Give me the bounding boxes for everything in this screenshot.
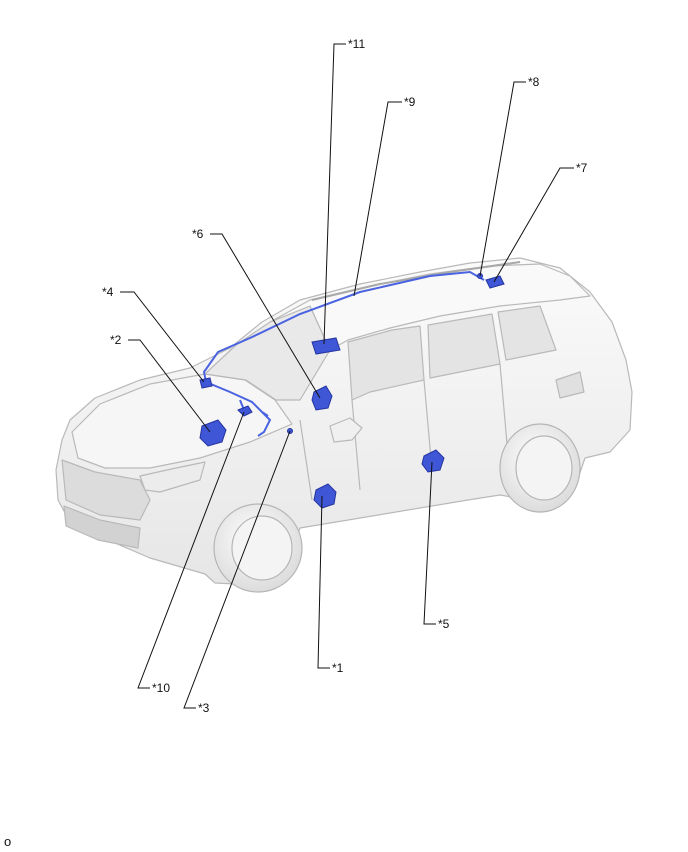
callout-label-2: *2 [110, 333, 122, 347]
leader-2 [128, 339, 211, 433]
lower-grille [63, 505, 141, 549]
leader-7 [493, 167, 574, 283]
callout-label-7: *7 [576, 161, 588, 175]
callout-label-8: *8 [528, 75, 540, 89]
callout-label-11: *11 [348, 37, 366, 51]
wheels [213, 423, 581, 593]
callout-label-3: *3 [198, 701, 210, 715]
callout-label-10: *10 [152, 681, 171, 695]
leader-lines [120, 43, 574, 709]
leader-10 [137, 411, 245, 689]
component-11 [311, 337, 341, 355]
side-mirror [329, 417, 363, 443]
callout-label-6: *6 [192, 227, 204, 241]
component-1 [313, 483, 337, 509]
grille [61, 459, 151, 521]
hood [71, 373, 293, 469]
door-lines [299, 363, 509, 501]
components [199, 273, 505, 509]
leader-11 [323, 43, 346, 345]
rear-wheel-rim [515, 435, 573, 501]
leader-8 [479, 81, 526, 277]
callout-label-1: *1 [332, 661, 344, 675]
component-7 [485, 275, 505, 289]
front-wheel-rim [231, 515, 293, 581]
leader-3 [183, 430, 291, 709]
leader-9 [353, 101, 402, 297]
callout-label-5: *5 [438, 617, 450, 631]
vehicle-body [55, 257, 633, 586]
leader-5 [423, 461, 436, 625]
quarter-window [497, 305, 557, 361]
component-2 [199, 419, 227, 447]
leader-4 [120, 291, 205, 383]
component-5 [421, 449, 445, 473]
leader-1 [317, 495, 330, 669]
component-6 [311, 385, 333, 411]
corner-mark: o [4, 834, 12, 849]
headlight [139, 461, 206, 493]
roof-rail [311, 261, 521, 301]
rear-lamp [555, 371, 585, 399]
callout-label-9: *9 [404, 95, 416, 109]
component-10 [237, 405, 253, 417]
callout-label-4: *4 [102, 285, 114, 299]
leader-6 [210, 233, 321, 399]
